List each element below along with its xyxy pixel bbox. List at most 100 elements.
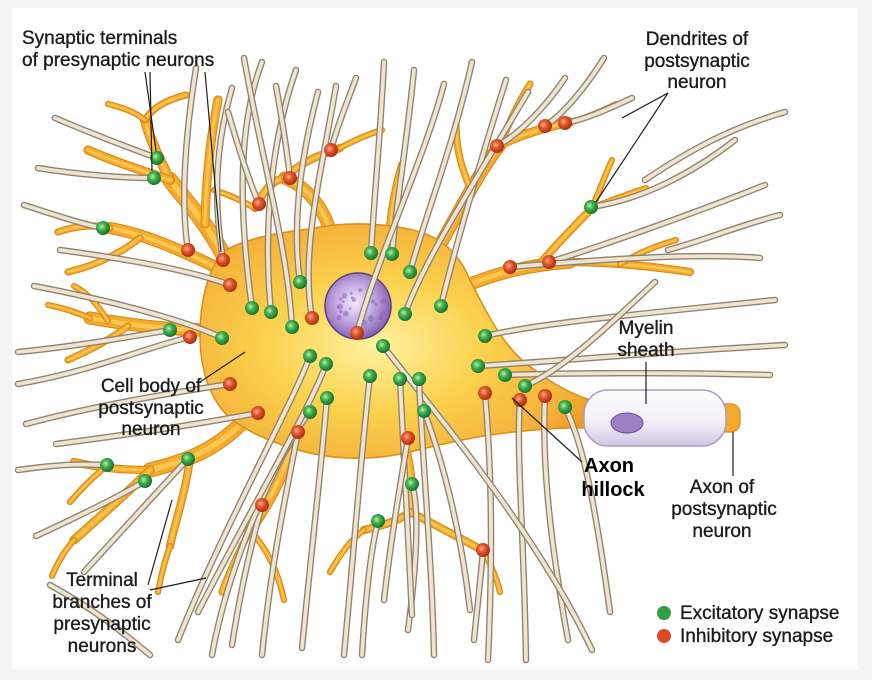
inhibitory-synapse	[558, 116, 572, 130]
label-line: neuron	[692, 521, 751, 542]
excitatory-synapse	[498, 368, 512, 382]
presynaptic-fiber	[561, 403, 614, 616]
fiber-core	[495, 76, 567, 148]
excitatory-synapse	[150, 151, 164, 165]
presynaptic-fiber	[340, 372, 374, 659]
dendrite-highlight	[47, 304, 91, 319]
label-line: neurons	[68, 636, 137, 657]
inhibitory-synapse	[283, 171, 297, 185]
synapses	[96, 116, 598, 557]
label-synaptic-terminals: Synaptic terminals of presynaptic neuron…	[22, 28, 215, 71]
dendrite	[66, 464, 108, 506]
label-line: neuron	[121, 419, 180, 440]
fiber-core	[666, 213, 782, 252]
presynaptic-fiber	[181, 64, 200, 254]
label-line: neuron	[667, 72, 726, 93]
chromatin-speck	[379, 316, 383, 321]
inhibitory-synapse	[183, 330, 197, 344]
inhibitory-synapse	[503, 260, 517, 274]
fiber-core	[240, 60, 264, 310]
fiber-core	[53, 116, 159, 160]
fiber-core	[54, 411, 260, 446]
label-line: sheath	[617, 340, 674, 361]
inhibitory-synapse	[490, 139, 504, 153]
excitatory-synapse	[264, 305, 278, 319]
fiber-core	[508, 254, 762, 269]
label-line: hillock	[581, 479, 645, 501]
presynaptic-fiber	[380, 434, 412, 604]
chromatin-speck	[338, 297, 343, 301]
inhibitory-synapse	[216, 253, 230, 267]
label-line: presynaptic	[53, 614, 150, 635]
dendrite-highlight	[144, 94, 187, 121]
inhibitory-synapse	[538, 389, 552, 403]
chromatin-speck	[343, 310, 349, 317]
dendrite	[44, 301, 94, 322]
fiber-core	[24, 382, 232, 426]
legend-label: Excitatory synapse	[680, 603, 839, 624]
excitatory-synapse	[518, 379, 532, 393]
fiber-core	[563, 405, 612, 614]
leader-line	[199, 351, 246, 383]
presynaptic-fiber	[587, 136, 739, 211]
presynaptic-fiber	[80, 455, 192, 576]
presynaptic-fiber	[30, 282, 226, 342]
fiber-core	[36, 166, 156, 180]
green-dot-icon	[657, 606, 671, 620]
fiber-core	[643, 110, 787, 182]
excitatory-synapse	[96, 221, 110, 235]
presynaptic-fiber	[541, 392, 572, 644]
excitatory-synapse	[138, 474, 152, 488]
presynaptic-fiber	[353, 80, 448, 337]
presynaptic-fiber	[641, 108, 789, 184]
fiber-core	[176, 354, 312, 642]
leader-line	[147, 499, 173, 586]
presynaptic-fiber	[56, 246, 234, 289]
myelin-sheath-body	[583, 389, 727, 447]
fiber-core	[58, 248, 232, 287]
dendrite-highlight	[69, 467, 105, 503]
presynaptic-fiber	[379, 342, 596, 654]
presynaptic-fiber	[515, 396, 530, 664]
fiber-core	[472, 548, 485, 642]
leader-line	[149, 577, 207, 591]
excitatory-synapse	[393, 372, 407, 386]
excitatory-synapse	[398, 307, 412, 321]
fiber-core	[422, 409, 472, 612]
excitatory-synapse	[405, 477, 419, 491]
fiber-core	[34, 479, 147, 538]
presynaptic-fiber	[298, 394, 331, 652]
presynaptic-fiber	[34, 164, 158, 182]
fiber-core	[390, 68, 416, 256]
excitatory-synapse	[293, 275, 307, 289]
inhibitory-synapse	[181, 243, 195, 257]
fiber-core	[483, 298, 777, 338]
fiber-core	[306, 84, 338, 320]
legend-item-excitatory: Excitatory synapse	[657, 603, 840, 624]
presynaptic-fiber	[32, 477, 149, 540]
label-axon-hillock: Axon hillock	[581, 455, 645, 501]
dendrite-highlight	[51, 539, 75, 577]
myelin-sheath	[583, 389, 727, 447]
excitatory-synapse	[385, 247, 399, 261]
presynaptic-fiber	[293, 88, 322, 286]
inhibitory-synapse	[223, 278, 237, 292]
fiber-core	[300, 396, 329, 650]
dendrite	[48, 536, 78, 580]
excitatory-synapse	[303, 405, 317, 419]
excitatory-synapse	[584, 200, 598, 214]
fiber-core	[32, 284, 224, 340]
dendrite	[104, 100, 149, 124]
presynaptic-fiber	[493, 74, 569, 150]
presynaptic-fiber	[401, 88, 532, 318]
presynaptic-fiber	[174, 352, 314, 644]
presynaptic-fiber	[194, 360, 330, 616]
dendrite-highlight	[108, 226, 220, 270]
legend-label: Inhibitory synapse	[680, 626, 833, 647]
fiber-core	[547, 183, 767, 264]
chromatin-speck	[341, 300, 345, 303]
chromatin-speck	[370, 299, 375, 304]
presynaptic-fiber	[46, 581, 154, 659]
chromatin-speck	[337, 303, 343, 310]
dendrite-highlight	[203, 98, 220, 226]
